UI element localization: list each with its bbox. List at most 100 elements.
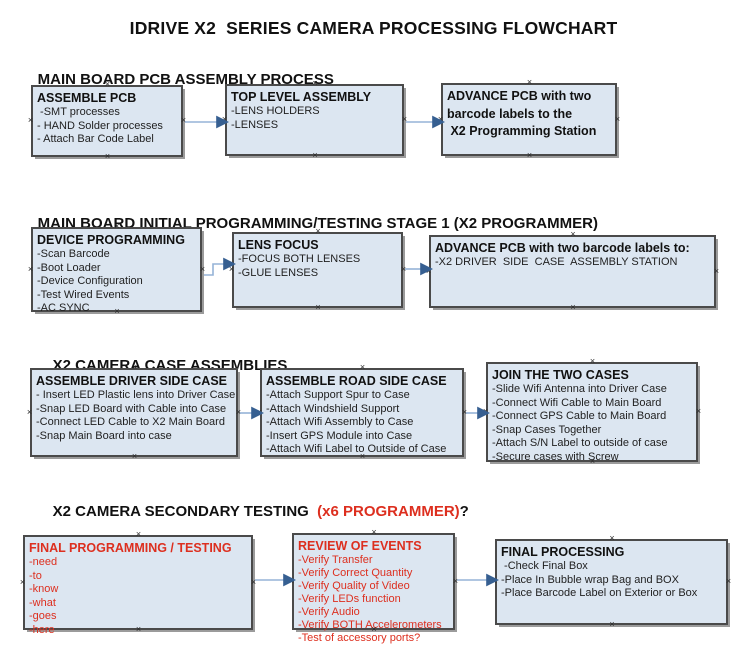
connection-handle-icon bbox=[358, 363, 367, 372]
process-step: -Attach Wifi Assembly to Case bbox=[266, 416, 414, 428]
box-text-line: X2 Programming Station bbox=[447, 124, 597, 138]
connection-handle-icon bbox=[490, 577, 499, 586]
connection-handle-icon bbox=[314, 303, 323, 312]
process-step: -LENS HOLDERS bbox=[231, 105, 320, 117]
box-header: ASSEMBLE DRIVER SIDE CASE bbox=[36, 374, 228, 388]
process-step: -AC SYNC bbox=[37, 302, 90, 314]
process-box-assemble-road-side-case: ASSEMBLE ROAD SIDE CASE -Attach Support … bbox=[260, 368, 464, 457]
connection-handle-icon bbox=[311, 151, 320, 160]
process-box-final-programming-testing: FINAL PROGRAMMING / TESTING -need -to -k… bbox=[23, 535, 253, 636]
connection-handle-icon bbox=[220, 115, 229, 124]
process-step: -Attach Windshield Support bbox=[266, 402, 400, 415]
process-step: -need bbox=[29, 556, 58, 568]
process-step: -FOCUS BOTH LENSES bbox=[238, 253, 361, 265]
connection-handle-icon bbox=[18, 578, 27, 587]
process-step: -Verify Correct Quantity bbox=[298, 567, 413, 579]
box-header: JOIN THE TWO CASES bbox=[492, 368, 629, 382]
connection-handle-icon bbox=[724, 577, 733, 586]
connection-handle-icon bbox=[234, 408, 243, 417]
heading-text: MAIN BOARD PCB ASSEMBLY PROCESS bbox=[37, 71, 334, 88]
process-step: -Attach Support Spur to Case bbox=[266, 389, 410, 401]
connection-handle-icon bbox=[613, 115, 622, 124]
process-step: -Boot Loader bbox=[37, 261, 101, 274]
connection-handle-icon bbox=[608, 620, 617, 629]
process-step: -what bbox=[29, 596, 56, 609]
process-box-review-of-events: REVIEW OF EVENTS -Verify Transfer -Verif… bbox=[292, 533, 455, 644]
box-header: TOP LEVEL ASSEMBLY bbox=[231, 90, 372, 104]
connection-handle-icon bbox=[103, 152, 112, 161]
heading-text: X2 CAMERA SECONDARY TESTING bbox=[52, 503, 318, 520]
heading-text-red: (x6 PROGRAMMER) bbox=[317, 503, 460, 520]
connection-handle-icon bbox=[694, 407, 703, 416]
process-step: -Place Barcode Label on Exterior or Box bbox=[501, 587, 698, 599]
process-step: -Connect Wifi Cable to Main Board bbox=[492, 396, 662, 409]
box-header: DEVICE PROGRAMMING bbox=[37, 233, 185, 247]
process-box-join-the-two-cases: JOIN THE TWO CASES -Slide Wifi Antenna i… bbox=[486, 362, 698, 463]
connection-handle-icon bbox=[25, 408, 34, 417]
process-box-advance-to-driver-side-station: ADVANCE PCB with two barcode labels to: … bbox=[429, 235, 716, 308]
process-step: -Verify Transfer bbox=[298, 554, 373, 566]
box-header: FINAL PROCESSING bbox=[501, 545, 625, 559]
connection-handle-icon bbox=[227, 265, 236, 274]
connection-handle-icon bbox=[712, 267, 721, 276]
box-text-line: ADVANCE PCB with two bbox=[447, 89, 592, 103]
process-step: -here bbox=[29, 623, 55, 636]
connection-handle-icon bbox=[569, 303, 578, 312]
connector-arrow bbox=[204, 257, 236, 276]
box-header: LENS FOCUS bbox=[238, 238, 319, 252]
connection-handle-icon bbox=[399, 265, 408, 274]
process-step: -Verify Quality of Video bbox=[298, 580, 410, 592]
process-step: -Device Configuration bbox=[37, 275, 143, 287]
connection-handle-icon bbox=[481, 407, 490, 416]
process-box-assemble-driver-side-case: ASSEMBLE DRIVER SIDE CASE - Insert LED P… bbox=[30, 368, 238, 457]
process-step: -Insert GPS Module into Case bbox=[266, 429, 413, 442]
connection-handle-icon bbox=[451, 577, 460, 586]
process-step: -Connect LED Cable to X2 Main Board bbox=[36, 416, 225, 428]
connection-handle-icon bbox=[400, 115, 409, 124]
connection-handle-icon bbox=[179, 116, 188, 125]
connection-handle-icon bbox=[424, 267, 433, 276]
process-step: -LENSES bbox=[231, 118, 279, 131]
process-step: -SMT processes bbox=[37, 106, 120, 118]
process-step: -to bbox=[29, 569, 42, 582]
process-step: -Verify Audio bbox=[298, 606, 360, 618]
process-step: -X2 DRIVER SIDE CASE ASSEMBLY STATION bbox=[435, 256, 678, 268]
process-box-lens-focus: LENS FOCUS -FOCUS BOTH LENSES -GLUE LENS… bbox=[232, 232, 403, 308]
process-step: - HAND Solder processes bbox=[37, 119, 163, 132]
process-step: -Snap Main Board into case bbox=[36, 429, 172, 442]
connection-handle-icon bbox=[130, 452, 139, 461]
connection-handle-icon bbox=[436, 115, 445, 124]
box-header: REVIEW OF EVENTS bbox=[298, 539, 422, 553]
connection-handle-icon bbox=[26, 265, 35, 274]
process-step: -Verify BOTH Accelerometers bbox=[298, 619, 442, 631]
process-step: -Slide Wifi Antenna into Driver Case bbox=[492, 383, 667, 395]
connection-handle-icon bbox=[588, 357, 597, 366]
connection-handle-icon bbox=[460, 408, 469, 417]
connection-handle-icon bbox=[525, 78, 534, 87]
connection-handle-icon bbox=[287, 577, 296, 586]
process-step: -Verify LEDs function bbox=[298, 593, 401, 605]
connection-handle-icon bbox=[255, 408, 264, 417]
process-step: -Attach S/N Label to outside of case bbox=[492, 437, 668, 449]
process-step: -Connect GPS Cable to Main Board bbox=[492, 410, 667, 422]
box-text-line: barcode labels to the bbox=[447, 106, 573, 121]
process-box-device-programming: DEVICE PROGRAMMING -Scan Barcode -Boot L… bbox=[31, 227, 202, 314]
process-step: -Place In Bubble wrap Bag and BOX bbox=[501, 573, 679, 586]
process-step: -Secure cases with Screw bbox=[492, 450, 619, 463]
box-header: ASSEMBLE ROAD SIDE CASE bbox=[266, 374, 447, 388]
process-box-final-processing: FINAL PROCESSING -Check Final Box -Place… bbox=[495, 539, 728, 625]
process-step: -GLUE LENSES bbox=[238, 266, 319, 279]
process-step: -Test Wired Events bbox=[37, 288, 130, 301]
process-box-top-level-assembly: TOP LEVEL ASSEMBLY -LENS HOLDERS -LENSES bbox=[225, 84, 404, 156]
process-step: - Insert LED Plastic lens into Driver Ca… bbox=[36, 389, 236, 401]
process-step: -Snap LED Board with Cable into Case bbox=[36, 402, 227, 415]
process-step: -know bbox=[29, 583, 59, 595]
process-step: -goes bbox=[29, 610, 57, 622]
section-heading-pcb-assembly: MAIN BOARD PCB ASSEMBLY PROCESS bbox=[21, 54, 334, 105]
box-header: ADVANCE PCB with two barcode labels to: bbox=[435, 241, 690, 255]
process-step: - Attach Bar Code Label bbox=[37, 133, 154, 145]
connection-handle-icon bbox=[198, 265, 207, 274]
process-box-advance-to-programming-station: ADVANCE PCB with two barcode labels to t… bbox=[441, 83, 617, 156]
heading-text: ? bbox=[459, 503, 469, 520]
connection-handle-icon bbox=[249, 578, 258, 587]
